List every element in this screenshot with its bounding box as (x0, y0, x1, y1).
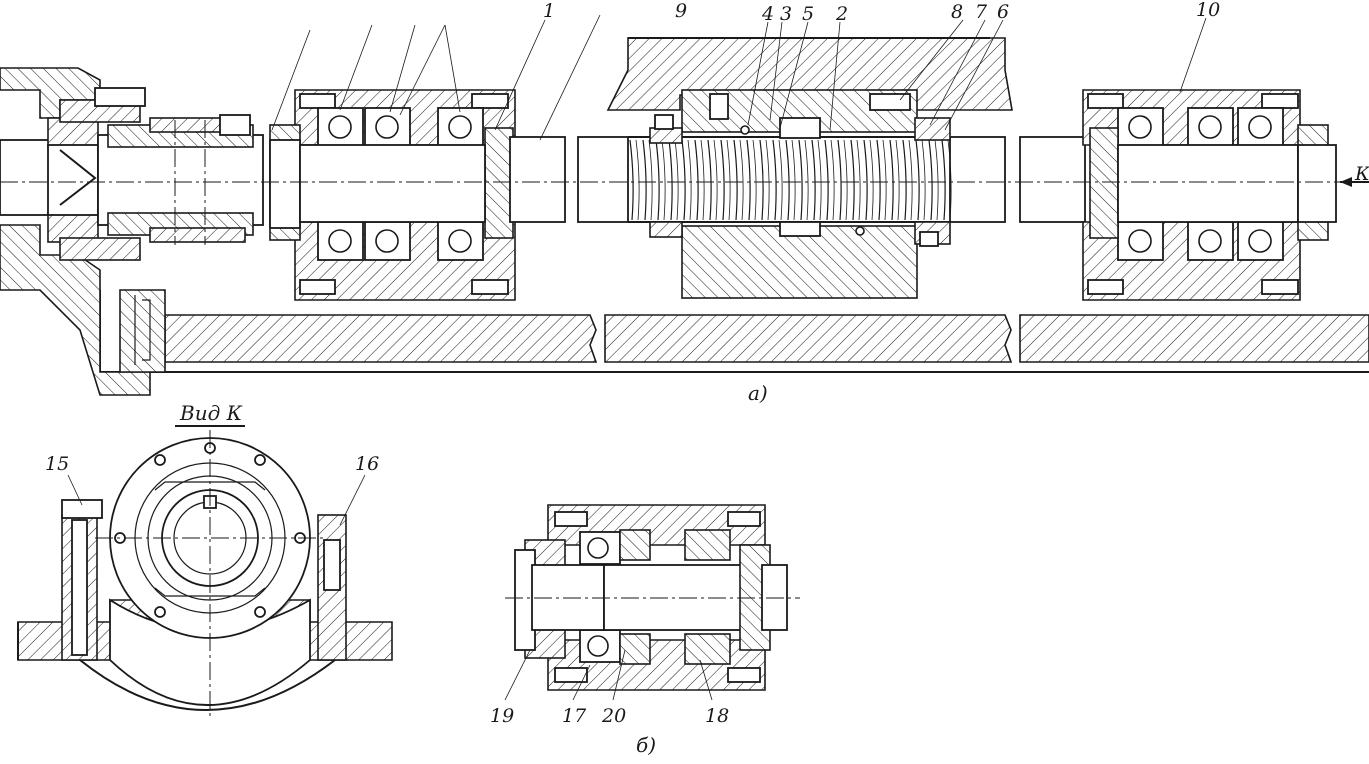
thread-flank (765, 139, 770, 221)
thread-flank (902, 139, 907, 221)
part-label-10: 10 (1196, 0, 1220, 21)
thread-flank (726, 139, 731, 221)
thread-flank (895, 139, 900, 221)
thread-flank (668, 139, 673, 221)
part-label-5: 5 (802, 3, 814, 25)
thread-flank (817, 139, 822, 221)
thread-flank (778, 139, 783, 221)
part-label-3: 3 (780, 3, 792, 25)
thread-flank (739, 139, 744, 221)
thread-flank (752, 139, 757, 221)
part-label-18: 18 (705, 705, 729, 727)
thread-flank (915, 139, 920, 221)
thread-flank (648, 139, 653, 221)
view-b-section (504, 504, 800, 701)
thread-flank (856, 139, 861, 221)
part-label-20: 20 (601, 705, 626, 727)
leader-lines (271, 14, 1207, 141)
view-direction-arrow (1340, 177, 1369, 187)
thread-flank (713, 139, 718, 221)
part-label-16: 16 (355, 453, 379, 475)
thread-flank (947, 139, 952, 221)
thread-flank (733, 139, 738, 221)
thread-flank (928, 139, 933, 221)
thread-flank (700, 139, 705, 221)
left-housing (0, 67, 166, 396)
labels: 1 9 4 3 5 2 8 7 6 10 К а) Вид К 15 16 19… (45, 0, 1369, 757)
thread-flank (863, 139, 868, 221)
part-label-9: 9 (675, 0, 687, 22)
part-label-1: 1 (543, 0, 555, 22)
thread-flank (843, 139, 848, 221)
arrow-label-k: К (1354, 163, 1369, 185)
thread-flank (941, 139, 946, 221)
thread-flank (869, 139, 874, 221)
screw-shaft (299, 136, 1086, 223)
view-k-end-view (17, 425, 393, 720)
thread-flank (687, 139, 692, 221)
thread-flank (746, 139, 751, 221)
thread-flank (850, 139, 855, 221)
thread-flank (830, 139, 835, 221)
thread-flank (934, 139, 939, 221)
thread-flank (629, 139, 634, 221)
thread-flank (720, 139, 725, 221)
thread-flank (772, 139, 777, 221)
view-k-title: Вид К (179, 401, 243, 425)
machine-bed (99, 290, 1369, 373)
thread-flank (921, 139, 926, 221)
thread-flank (876, 139, 881, 221)
thread-flank (882, 139, 887, 221)
flange-bolt-holes (114, 442, 306, 618)
left-bearing-block (269, 89, 516, 301)
thread-flank (824, 139, 829, 221)
screw-thread (629, 139, 952, 221)
thread-flank (837, 139, 842, 221)
thread-flank (791, 139, 796, 221)
caption-view-b: б) (636, 733, 656, 757)
part-label-8: 8 (951, 1, 963, 23)
thread-flank (908, 139, 913, 221)
part-label-2: 2 (835, 3, 848, 25)
caption-view-a: а) (748, 381, 768, 405)
part-label-7: 7 (975, 1, 988, 23)
thread-flank (655, 139, 660, 221)
part-label-4: 4 (761, 3, 774, 25)
thread-flank (661, 139, 666, 221)
thread-flank (694, 139, 699, 221)
view-a-section (0, 14, 1369, 396)
thread-flank (798, 139, 803, 221)
thread-flank (811, 139, 816, 221)
part-label-19: 19 (490, 705, 514, 727)
part-label-6: 6 (997, 1, 1009, 23)
left-coupling (0, 87, 264, 261)
thread-flank (804, 139, 809, 221)
thread-flank (642, 139, 647, 221)
ball-nut-assembly (606, 37, 1013, 299)
thread-flank (707, 139, 712, 221)
thread-flank (759, 139, 764, 221)
thread-flank (889, 139, 894, 221)
right-bearing-block (1082, 89, 1337, 301)
thread-flank (635, 139, 640, 221)
thread-flank (681, 139, 686, 221)
thread-flank (785, 139, 790, 221)
thread-flank (674, 139, 679, 221)
part-label-17: 17 (562, 705, 587, 727)
part-label-15: 15 (45, 453, 69, 475)
